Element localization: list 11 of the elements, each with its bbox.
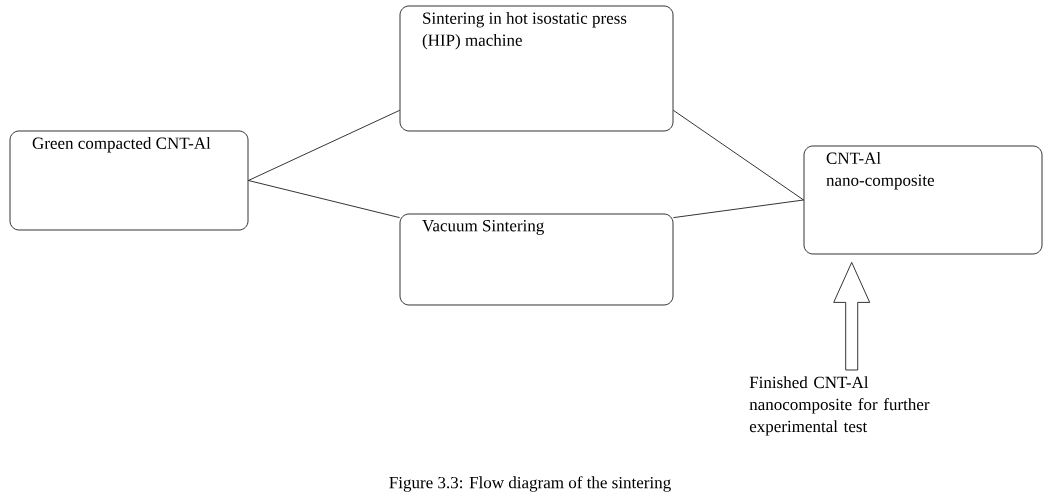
process-box: Vacuum Sintering xyxy=(399,213,674,306)
connector-line xyxy=(673,109,804,201)
caption: Figure 3.3: Flow diagram of the sintering xyxy=(389,476,671,492)
connector-line xyxy=(673,199,804,219)
note-text: Finished CNT-Al nanocomposite for further experimental test xyxy=(749,376,930,436)
block-arrow xyxy=(833,262,871,371)
process-box: CNT-Al nano-composite xyxy=(803,145,1043,255)
connector-line xyxy=(248,109,400,181)
process-box: Sintering in hot isostatic press (HIP) machine xyxy=(399,5,674,132)
process-box: Green compacted CNT-Al xyxy=(9,130,249,231)
connector-line xyxy=(248,180,400,219)
